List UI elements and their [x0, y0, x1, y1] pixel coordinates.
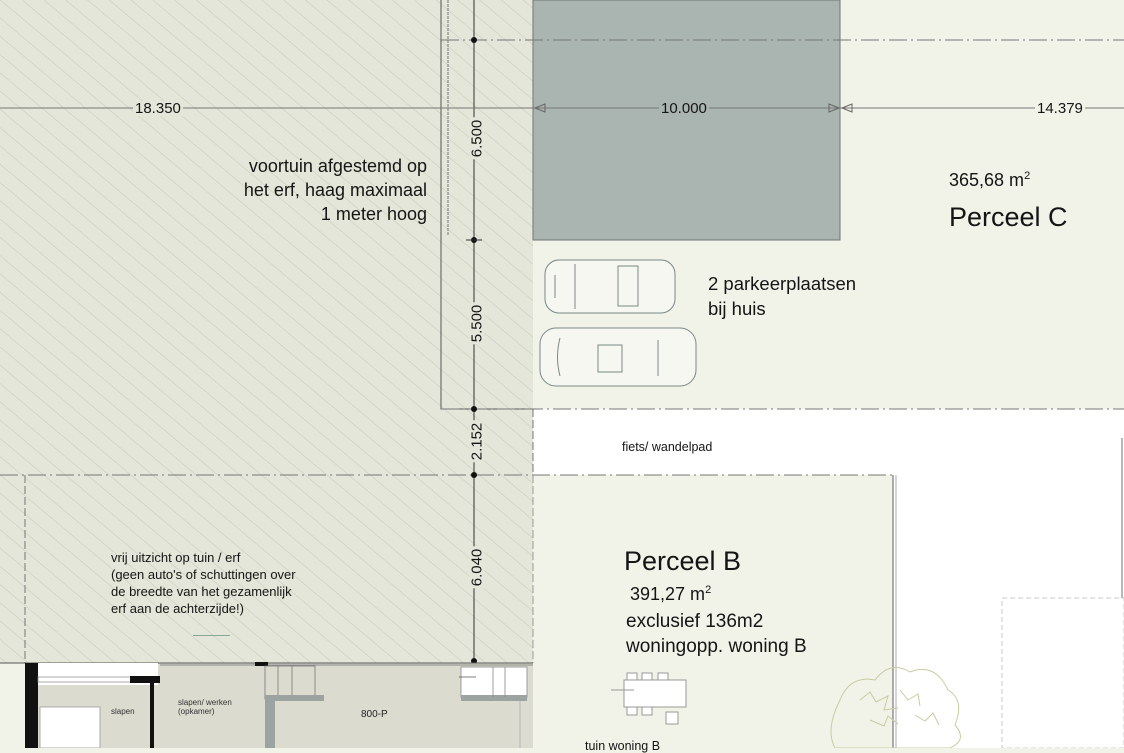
car-icon [539, 327, 697, 387]
dining-table-icon [611, 672, 687, 725]
path-label: fiets/ wandelpad [622, 440, 713, 454]
car-icon [544, 259, 676, 314]
front-garden-hatch [0, 0, 533, 475]
dimension-label: 14.379 [1035, 100, 1085, 117]
front-garden-note: voortuin afgestemd op het erf, haag maxi… [243, 156, 427, 224]
dimension-label: 2.152 [468, 420, 486, 463]
rear-view-note: vrij uitzicht op tuin / erf (geen auto's… [111, 550, 296, 616]
perceel-c-area: 365,68 m2 [949, 170, 1031, 190]
dimension-label: 6.040 [468, 546, 486, 589]
perceel-b-area [533, 475, 893, 748]
perceel-c-title: Perceel C [949, 202, 1068, 232]
parking-note: 2 parkeerplaatsen bij huis [708, 273, 857, 319]
garden-b-label: tuin woning B [585, 739, 661, 753]
dimension-label: 5.500 [468, 302, 486, 345]
dimension-label: 10.000 [659, 100, 709, 117]
perceel-b-title: Perceel B [624, 546, 742, 576]
room-label: slapen [111, 707, 135, 716]
house-c-footprint [532, 0, 841, 241]
tree-icon [830, 667, 961, 748]
note-underline [193, 635, 230, 636]
wall [25, 663, 38, 748]
neighbour-plot-outline [1001, 597, 1124, 748]
dimension-label: 18.350 [133, 100, 183, 117]
bike-path [533, 409, 1124, 475]
perceel-b-note: exclusief 136m2 woningopp. woning B [626, 611, 807, 657]
rear-garden-hatch [0, 475, 533, 663]
room-label: slapen/ werken (opkamer) [178, 698, 232, 716]
dimension-label: 6.500 [468, 117, 486, 160]
room-label: 800-P [361, 709, 388, 720]
perceel-b-area: 391,27 m2 [630, 584, 712, 604]
